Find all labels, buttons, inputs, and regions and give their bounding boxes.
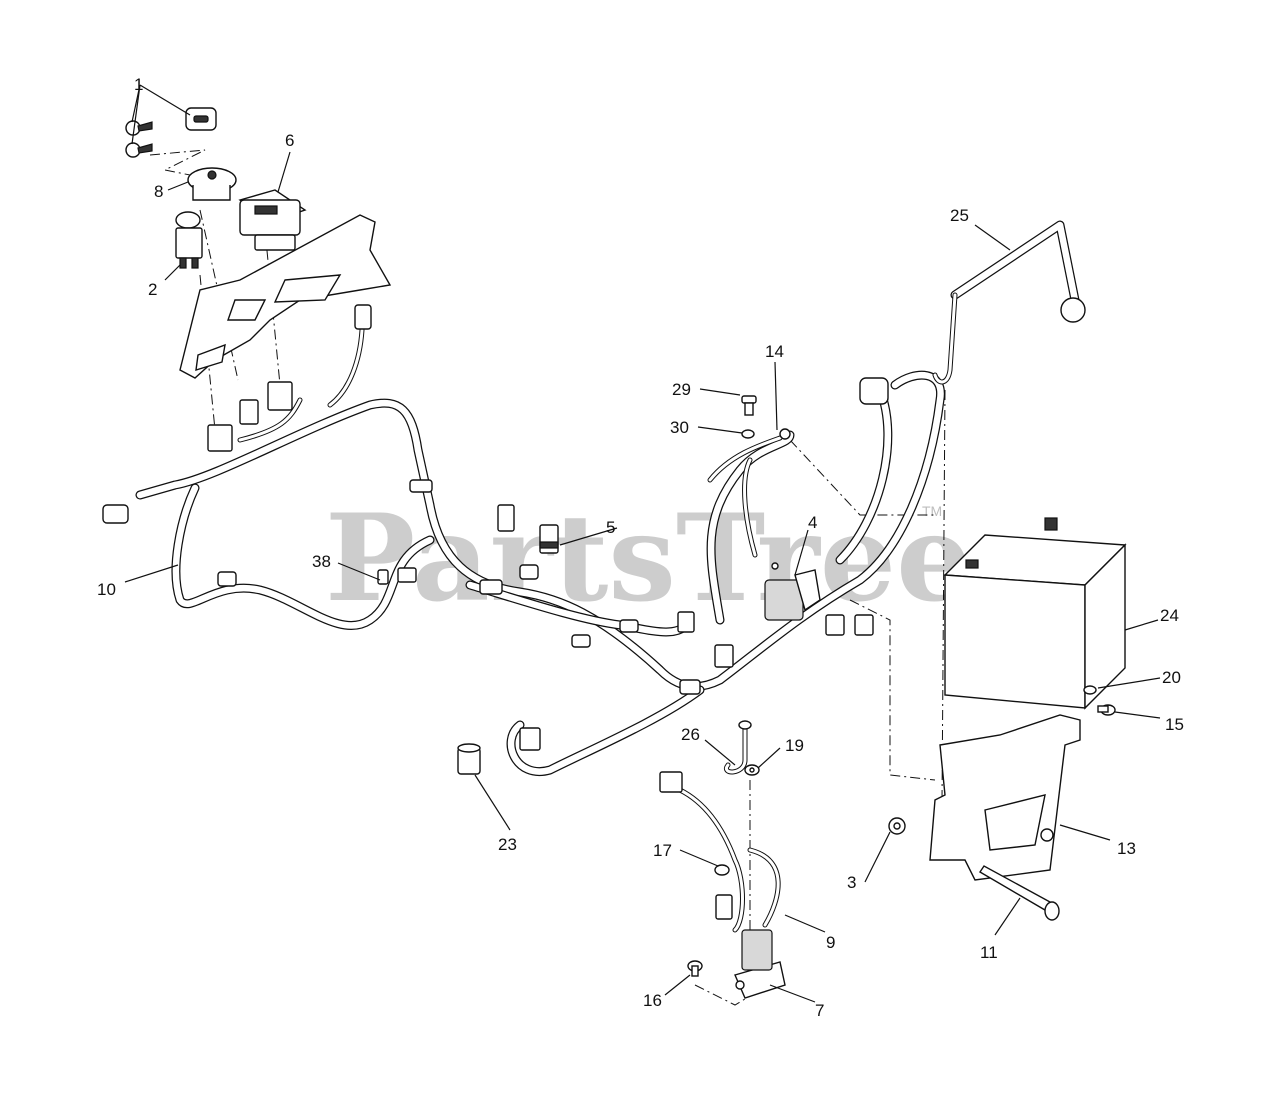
callout-5: 5 bbox=[606, 518, 615, 537]
pto-switch bbox=[175, 211, 203, 269]
bolt-15 bbox=[1097, 704, 1116, 716]
solenoid-4 bbox=[764, 562, 821, 621]
callout-29: 29 bbox=[672, 380, 691, 399]
key-set bbox=[125, 107, 217, 158]
callout-38: 38 bbox=[312, 552, 331, 571]
callout-20: 20 bbox=[1162, 668, 1181, 687]
callout-26: 26 bbox=[681, 725, 700, 744]
callout-9: 9 bbox=[826, 933, 835, 952]
dash-panel bbox=[179, 214, 392, 379]
watermark-trademark: TM bbox=[922, 503, 942, 519]
bolt-29 bbox=[741, 395, 757, 416]
callout-4: 4 bbox=[808, 513, 817, 532]
callout-8: 8 bbox=[154, 182, 163, 201]
ignition-switch bbox=[187, 167, 237, 201]
callout-16: 16 bbox=[643, 991, 662, 1010]
callout-10: 10 bbox=[97, 580, 116, 599]
washer-20 bbox=[1083, 685, 1097, 695]
connector-38 bbox=[377, 569, 389, 585]
callout-13: 13 bbox=[1117, 839, 1136, 858]
callout-17: 17 bbox=[653, 841, 672, 860]
callout-23: 23 bbox=[498, 835, 517, 854]
solenoid-7 bbox=[734, 929, 786, 999]
washer-19 bbox=[744, 764, 760, 776]
callout-11: 11 bbox=[980, 943, 998, 962]
washer-30 bbox=[741, 429, 755, 439]
leader-lines bbox=[124, 84, 1161, 1003]
callout-7: 7 bbox=[815, 1001, 824, 1020]
callout-labels: 1 2 3 4 5 6 7 8 9 10 11 13 14 15 16 17 1… bbox=[97, 75, 1184, 1020]
nut-17 bbox=[714, 864, 730, 876]
battery-tray bbox=[929, 714, 1081, 881]
bolt-11 bbox=[979, 865, 1060, 921]
callout-3: 3 bbox=[847, 873, 856, 892]
hold-down-rod bbox=[932, 220, 1086, 385]
cable-26 bbox=[723, 720, 752, 775]
callout-14: 14 bbox=[765, 342, 784, 361]
callout-2: 2 bbox=[148, 280, 157, 299]
callout-1: 1 bbox=[134, 75, 143, 94]
screw-16 bbox=[687, 960, 703, 977]
callout-24: 24 bbox=[1160, 606, 1179, 625]
nut-3 bbox=[888, 817, 906, 835]
relay-5 bbox=[539, 524, 559, 554]
wire-harness bbox=[102, 304, 945, 777]
callout-25: 25 bbox=[950, 206, 969, 225]
callout-6: 6 bbox=[285, 131, 294, 150]
sensor-23 bbox=[457, 743, 481, 775]
callout-19: 19 bbox=[785, 736, 804, 755]
hour-meter bbox=[238, 189, 307, 251]
battery bbox=[943, 517, 1127, 710]
callout-15: 15 bbox=[1165, 715, 1184, 734]
ground-cable bbox=[707, 428, 791, 483]
starter-cable-9 bbox=[659, 771, 781, 933]
callout-30: 30 bbox=[670, 418, 689, 437]
